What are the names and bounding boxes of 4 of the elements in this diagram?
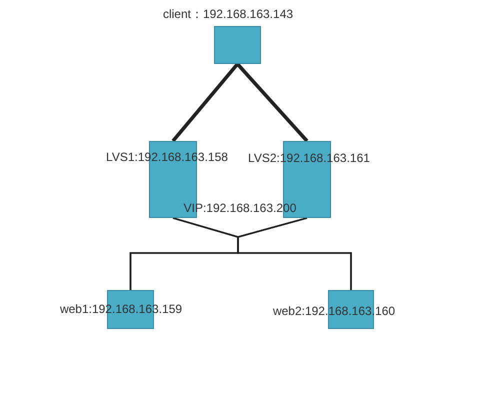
- ip-label: client：192.168.163.143: [162, 6, 294, 22]
- connector-line: [172, 62, 239, 142]
- connector-line: [237, 217, 352, 290]
- connector-line: [236, 62, 308, 142]
